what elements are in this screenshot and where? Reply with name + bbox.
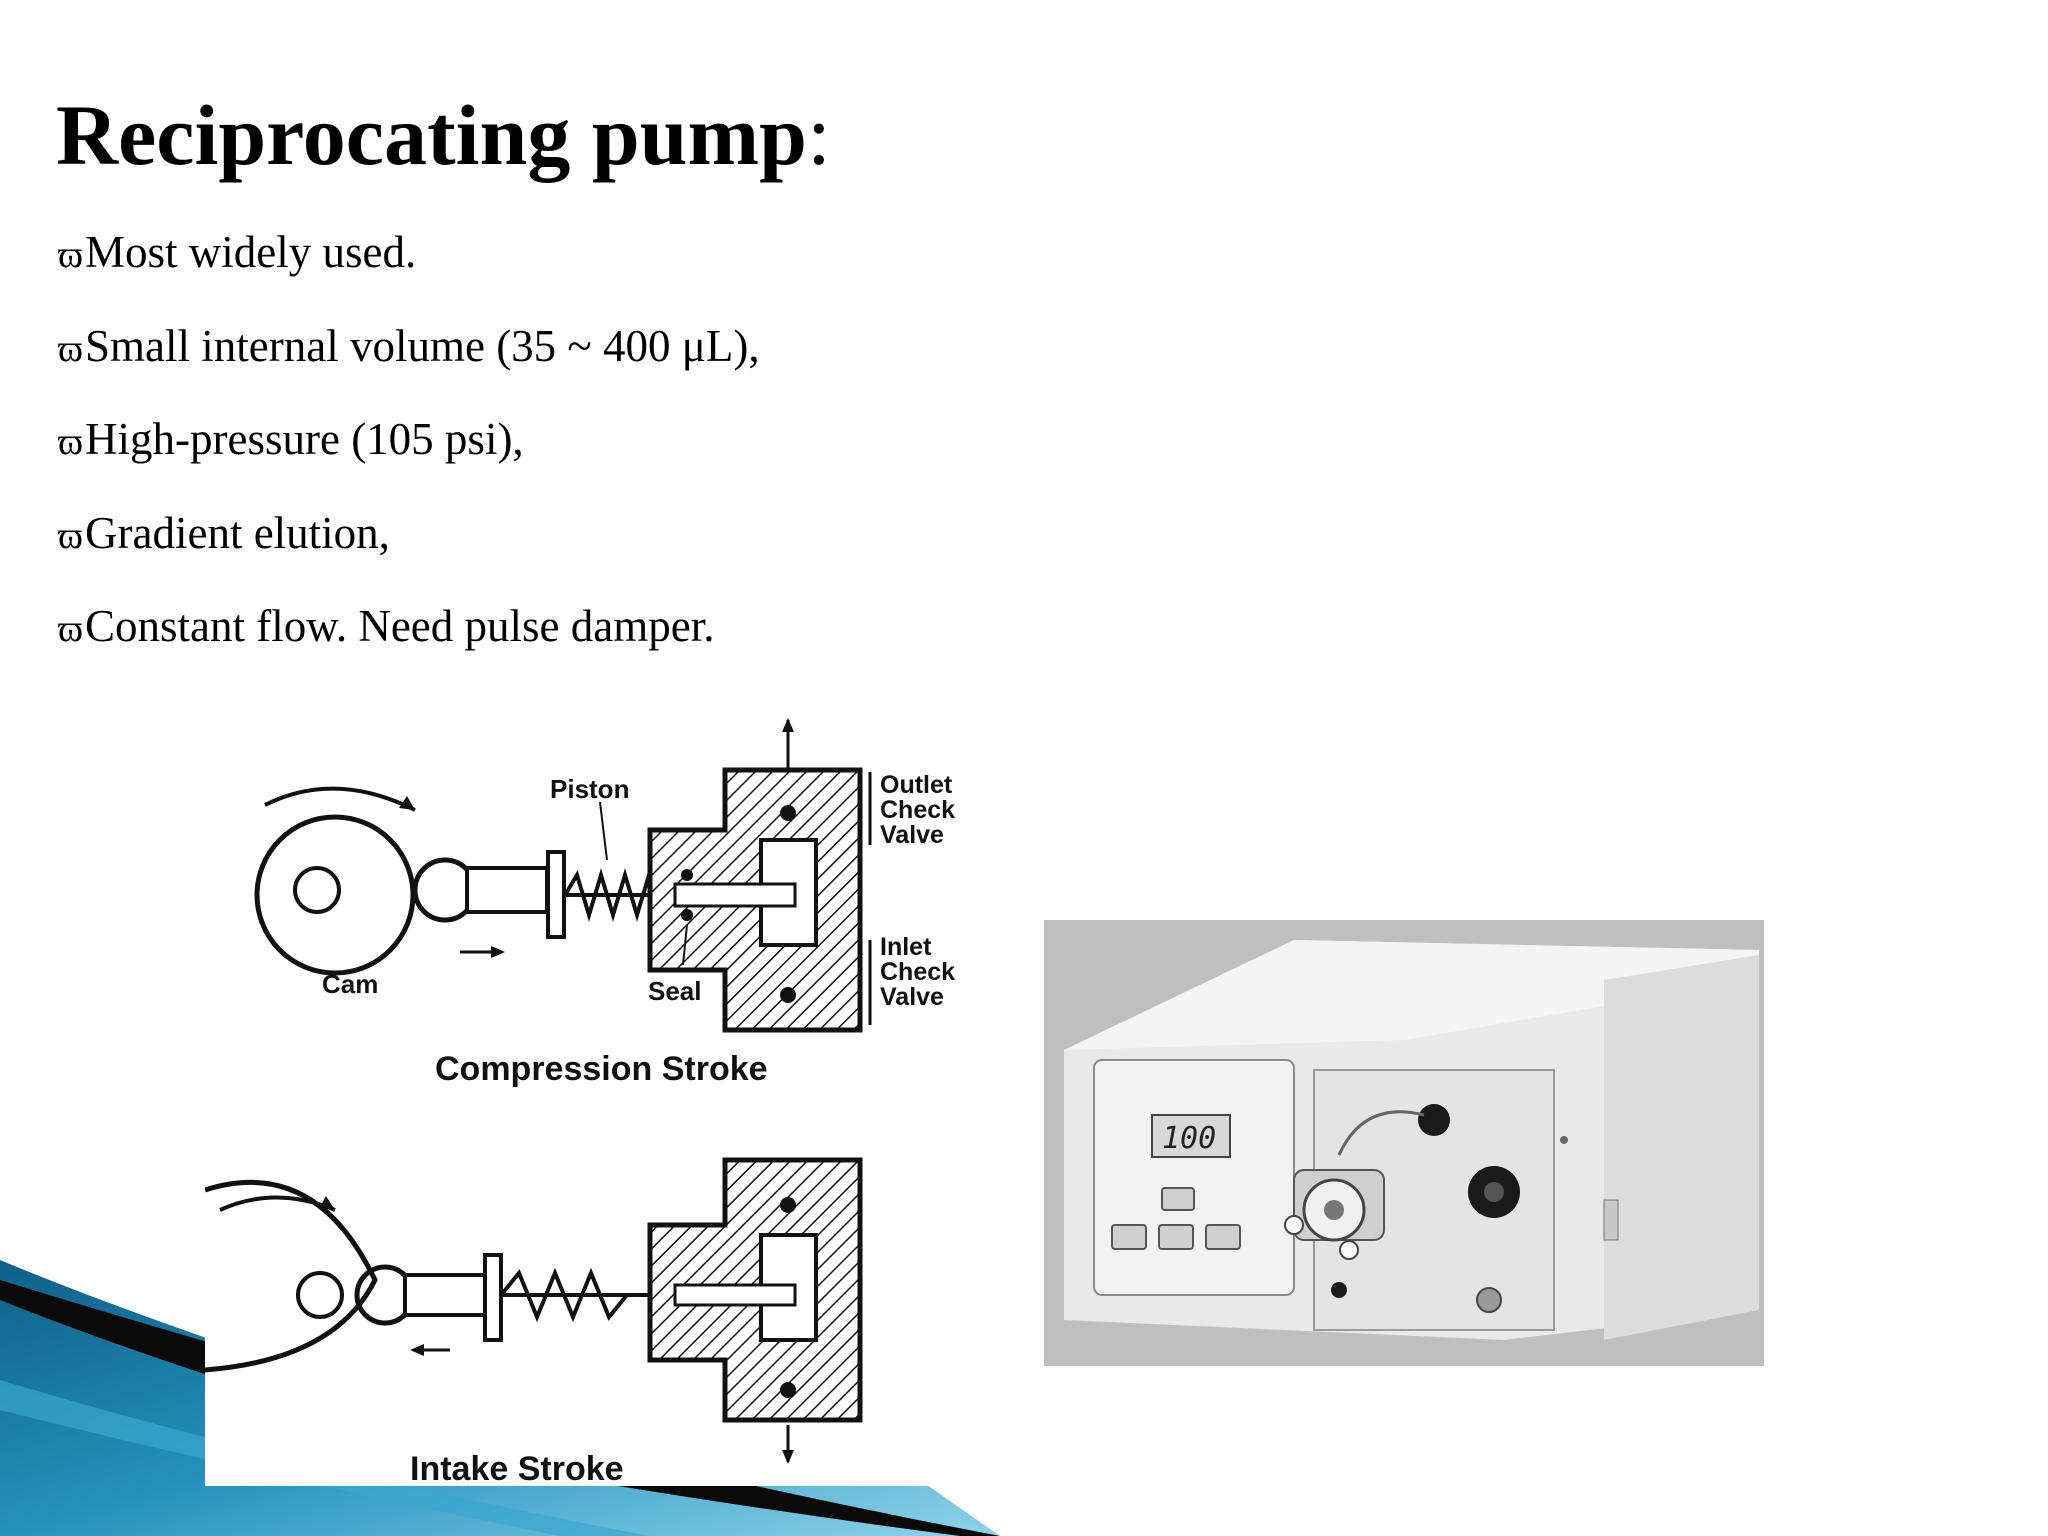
bullet-list: ϖMost widely used. ϖSmall internal volum… <box>58 222 760 690</box>
knob <box>1418 1104 1450 1136</box>
slide-title-colon: : <box>806 87 831 183</box>
bullet-text: High-pressure (105 psi), <box>85 414 524 464</box>
bullet-glyph: ϖ <box>58 421 84 463</box>
hplc-pump-photo-svg: 100 <box>1044 920 1764 1366</box>
bullet-glyph: ϖ <box>58 514 84 557</box>
cam-wheel-intake <box>205 1180 378 1373</box>
hplc-pump-photo: 100 <box>1044 920 1764 1366</box>
display-readout: 100 <box>1162 1121 1216 1156</box>
slide-title-text: Reciprocating pump <box>56 87 807 183</box>
bullet-glyph: ϖ <box>58 234 84 276</box>
inlet-check-ball <box>780 987 796 1003</box>
outlet-label-line2: Check <box>880 796 955 824</box>
bullet-item: ϖMost widely used. <box>58 222 760 316</box>
compression-caption: Compression Stroke <box>435 1050 768 1088</box>
intake-caption: Intake Stroke <box>410 1450 624 1486</box>
cam-label: Cam <box>322 969 378 999</box>
digital-display <box>1151 1114 1231 1158</box>
bullet-text: Most widely used. <box>85 227 417 277</box>
panel-key <box>1111 1224 1147 1250</box>
inlet-label-line3: Valve <box>880 983 944 1011</box>
bullet-glyph: ϖ <box>58 608 84 650</box>
bullet-item: ϖGradient elution, <box>58 503 760 597</box>
panel-key <box>1158 1224 1194 1250</box>
bullet-item: ϖSmall internal volume (35 ~ 400 μL), <box>58 316 760 410</box>
rotation-arrow <box>264 786 416 812</box>
cam-hub <box>293 866 341 914</box>
outlet-label-line3: Valve <box>880 821 944 849</box>
piston-plate <box>546 850 566 939</box>
outlet-label-line1: Outlet <box>880 771 953 799</box>
intake-stroke-drawing: Intake Stroke <box>205 1157 863 1486</box>
bullet-item: ϖHigh-pressure (105 psi), <box>58 409 760 503</box>
outlet-check-ball <box>780 805 796 821</box>
bullet-glyph: ϖ <box>58 327 84 370</box>
panel-key <box>1161 1187 1195 1211</box>
piston-label: Piston <box>550 774 629 804</box>
bullet-text: Gradient elution, <box>85 507 390 558</box>
seal-label: Seal <box>648 976 702 1006</box>
inlet-label-line1: Inlet <box>880 933 932 961</box>
pump-diagram-svg: Piston Cam Seal Outlet Check Valve Inlet… <box>205 718 955 1486</box>
slide-title: Reciprocating pump: <box>56 88 831 183</box>
panel-key <box>1205 1224 1241 1250</box>
bullet-text: Small internal volume (35 ~ 400 μL), <box>85 320 760 371</box>
compression-stroke-drawing: Piston Cam Seal Outlet Check Valve Inlet… <box>254 718 955 1088</box>
bullet-item: ϖConstant flow. Need pulse damper. <box>58 596 760 690</box>
piston-rod <box>465 866 549 914</box>
bullet-text: Constant flow. Need pulse damper. <box>85 601 715 651</box>
inlet-label-line2: Check <box>880 958 955 986</box>
control-panel <box>1093 1059 1295 1296</box>
cam-wheel <box>254 814 416 976</box>
pump-diagram: Piston Cam Seal Outlet Check Valve Inlet… <box>205 710 985 1486</box>
